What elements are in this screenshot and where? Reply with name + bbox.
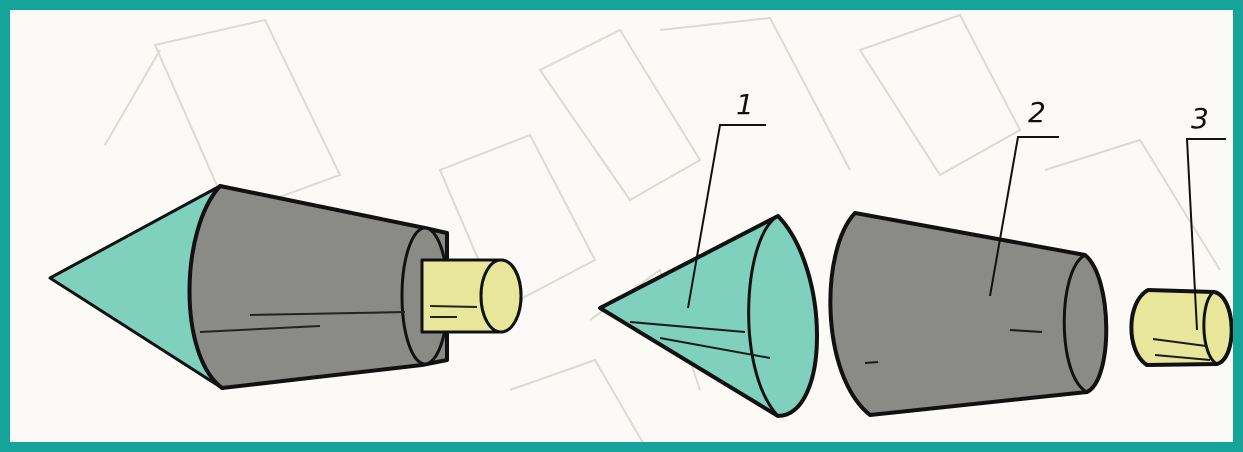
diagram-canvas: 1 2 3 bbox=[10, 10, 1243, 452]
callout-label-1: 1 bbox=[736, 88, 754, 121]
callout-label-2: 2 bbox=[1028, 96, 1046, 129]
part-truncated-cone bbox=[830, 213, 1106, 415]
part-cone bbox=[600, 216, 817, 416]
assembled-cylinder-face bbox=[481, 260, 521, 332]
callout-label-3: 3 bbox=[1191, 102, 1209, 135]
assembled-object bbox=[50, 186, 521, 388]
part-cylinder bbox=[1131, 290, 1231, 365]
